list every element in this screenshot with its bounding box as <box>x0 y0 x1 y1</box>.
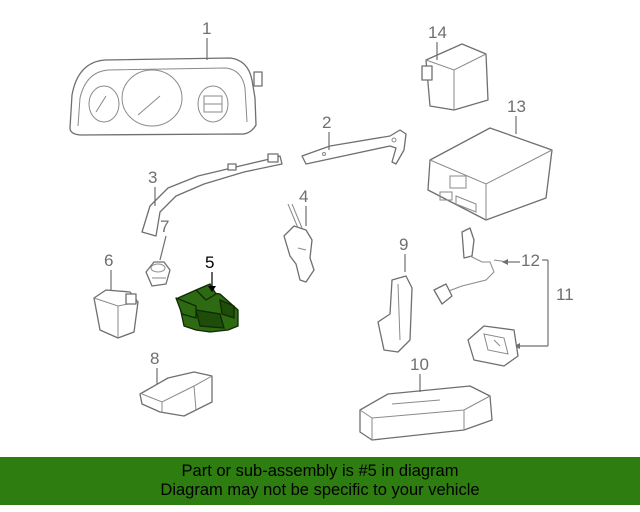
banner-line-part-number: Part or sub-assembly is #5 in diagram <box>181 462 459 480</box>
callout-4: 4 <box>299 187 308 206</box>
part-13-control-module[interactable] <box>427 127 553 221</box>
part-6-switch[interactable] <box>93 289 139 339</box>
callout-10: 10 <box>410 355 429 374</box>
part-2-bracket[interactable] <box>301 129 407 165</box>
part-8-duct[interactable] <box>139 371 213 417</box>
part-3-trim-strip[interactable] <box>141 153 283 237</box>
callout-3: 3 <box>148 168 157 187</box>
callout-1: 1 <box>202 19 211 38</box>
callout-8: 8 <box>150 349 159 368</box>
part-7-knob[interactable] <box>145 261 171 287</box>
part-1-instrument-cluster[interactable] <box>69 57 263 136</box>
callout-14: 14 <box>428 23 447 42</box>
part-12-harness[interactable] <box>433 227 509 305</box>
notice-banner: Part or sub-assembly is #5 in diagram Di… <box>0 457 640 505</box>
callout-2: 2 <box>322 113 331 132</box>
callout-7: 7 <box>160 217 169 236</box>
part-4-lever[interactable] <box>283 203 315 283</box>
part-10-tray[interactable] <box>359 385 493 441</box>
callout-6: 6 <box>104 251 113 270</box>
banner-line-disclaimer: Diagram may not be specific to your vehi… <box>160 481 480 499</box>
callout-9: 9 <box>399 235 408 254</box>
callout-12: 12 <box>521 251 540 270</box>
part-9-trim-panel[interactable] <box>377 275 413 353</box>
callout-5: 5 <box>205 253 214 272</box>
callout-13: 13 <box>507 97 526 116</box>
part-14-module[interactable] <box>421 43 489 111</box>
part-11-switch-module[interactable] <box>467 325 519 367</box>
part-5-highlighted-assembly[interactable] <box>175 283 239 333</box>
callout-11: 11 <box>556 285 574 304</box>
